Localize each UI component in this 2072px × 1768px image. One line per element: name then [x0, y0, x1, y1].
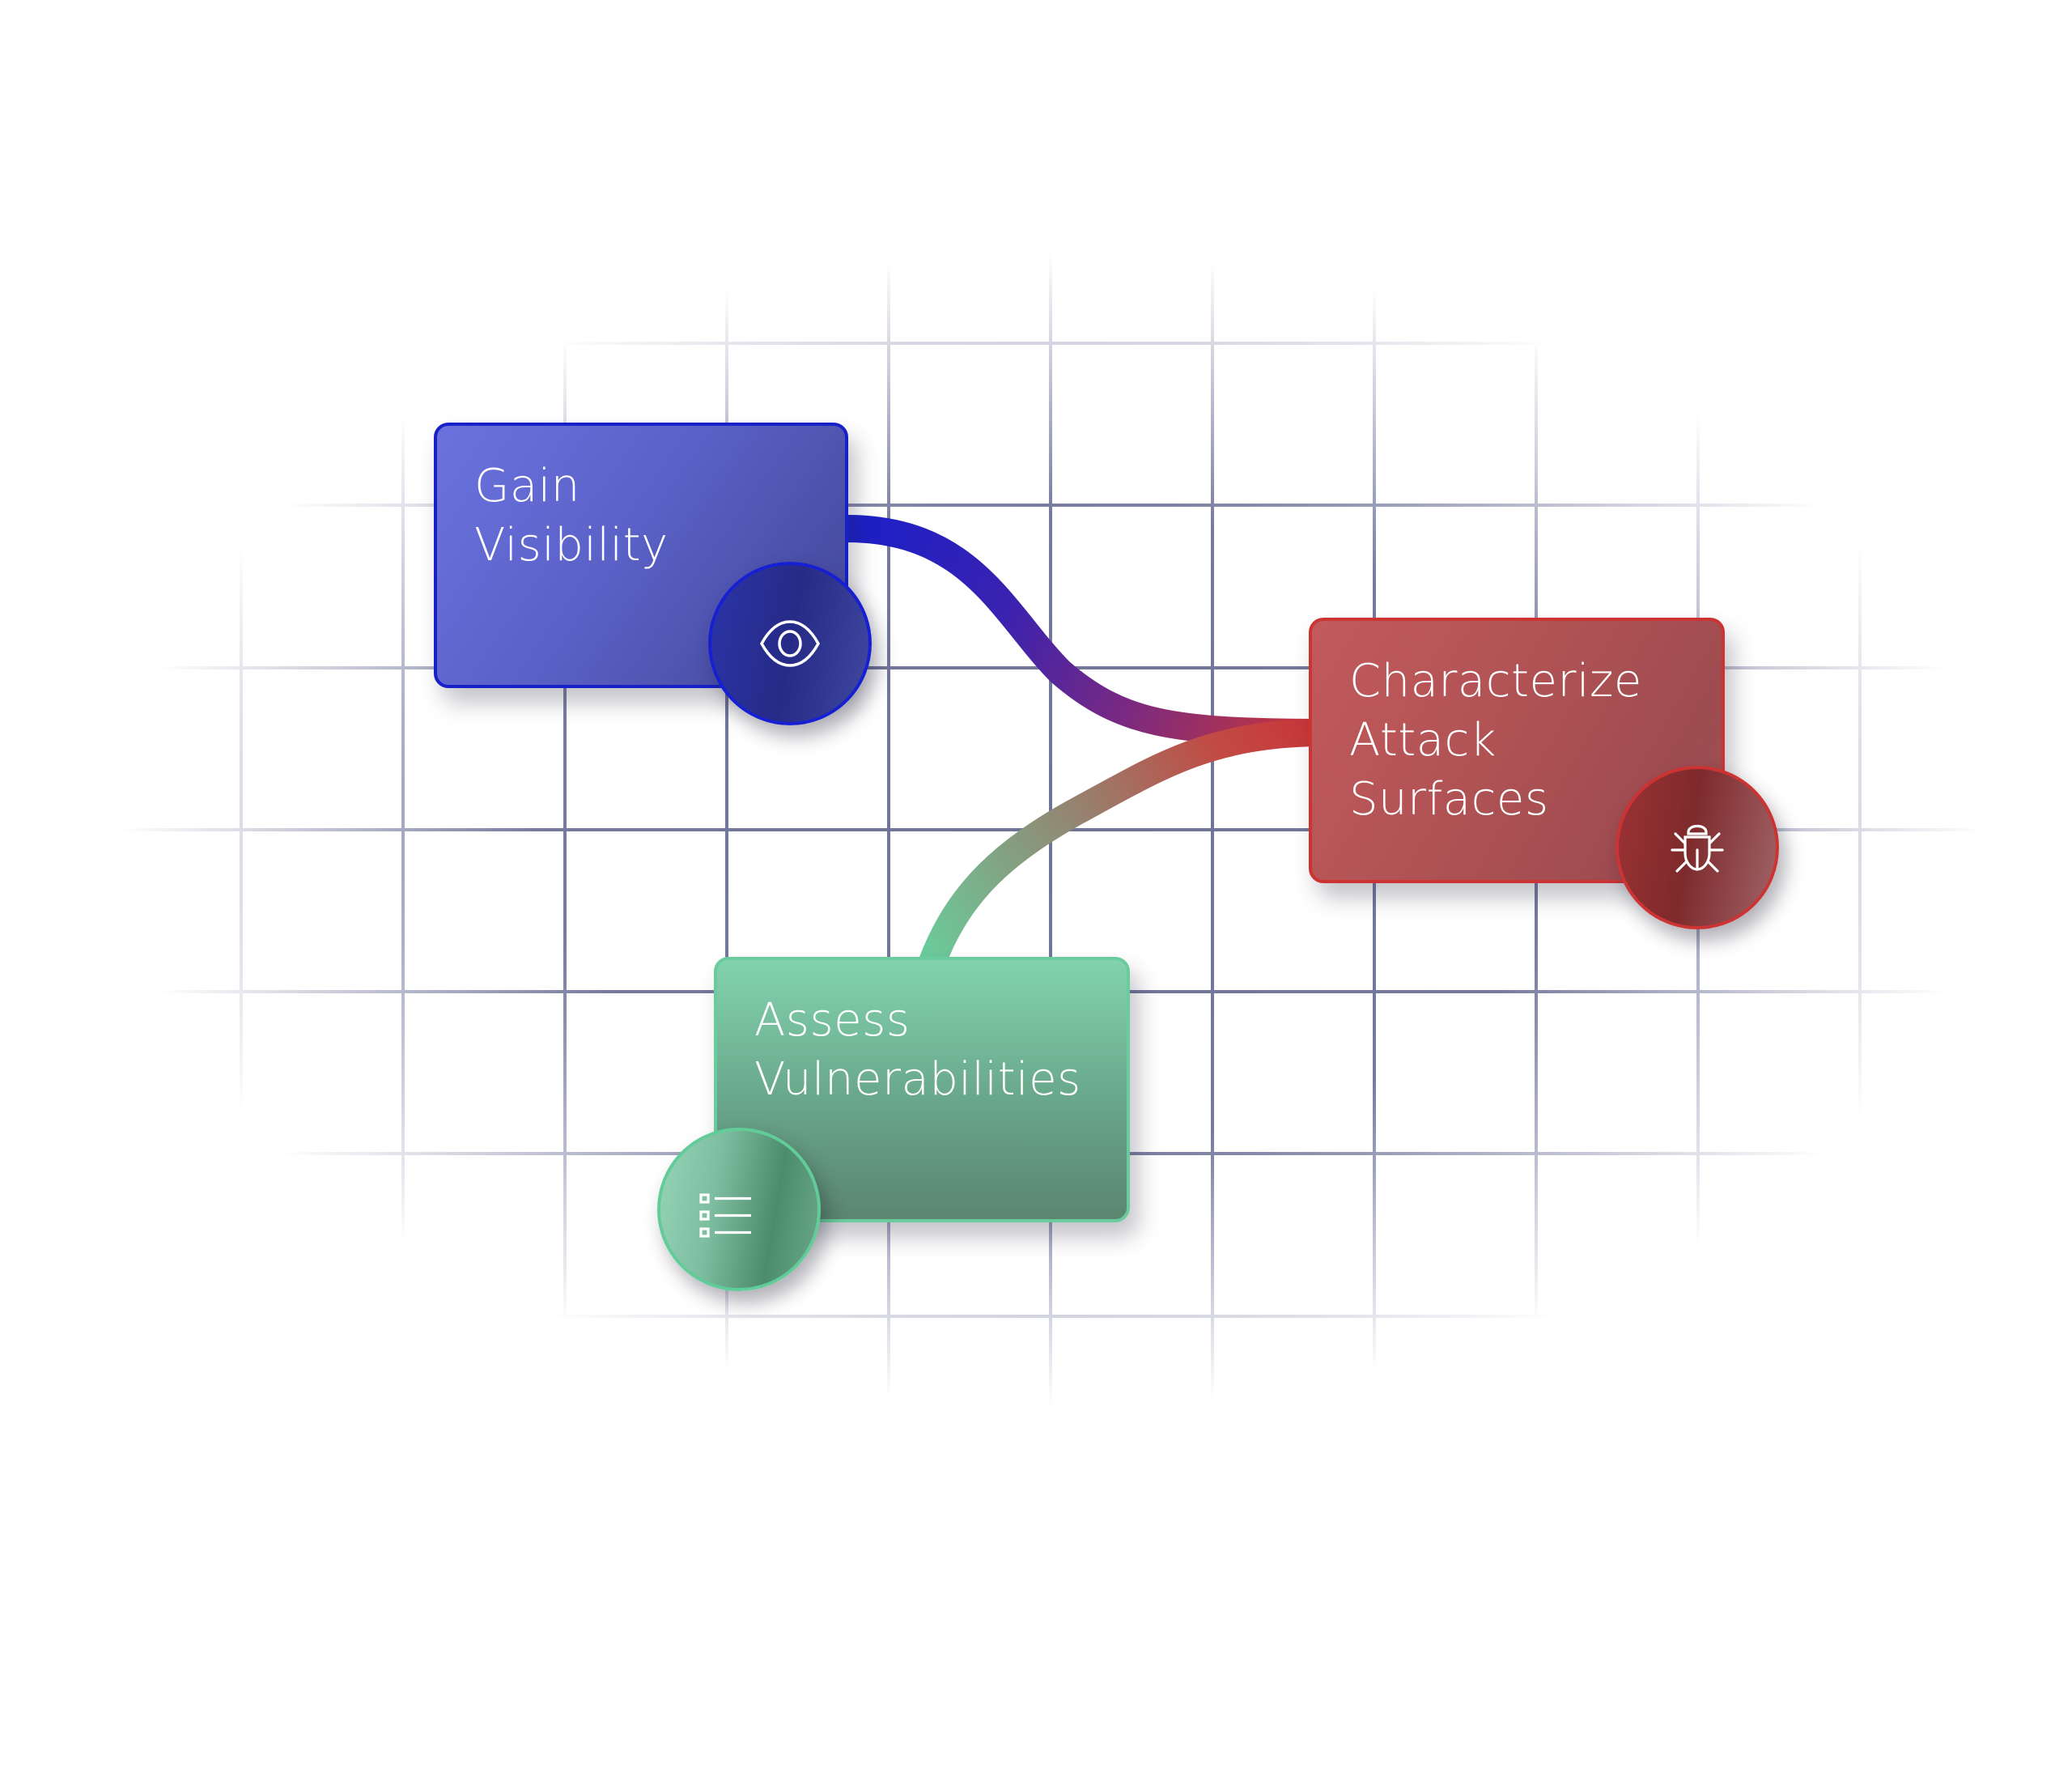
node-title-line: Gain: [474, 460, 580, 512]
node-title: Gain Visibility: [474, 457, 669, 575]
node-characterize-attack-surfaces[interactable]: Characterize Attack Surfaces: [1309, 618, 1725, 883]
connector-assess-to-characterize: [919, 719, 1316, 967]
node-title-line: Visibility: [474, 519, 669, 572]
node-title-line: Characterize: [1349, 655, 1642, 708]
checklist-icon: [657, 1128, 821, 1291]
background-grid: [121, 243, 2072, 1417]
node-title-line: Attack: [1349, 714, 1497, 767]
node-gain-visibility[interactable]: Gain Visibility: [434, 423, 848, 688]
node-title: Assess Vulnerabilities: [754, 991, 1081, 1109]
bug-icon: [1616, 766, 1779, 929]
eye-icon: [708, 562, 872, 725]
node-title-line: Surfaces: [1349, 773, 1549, 826]
node-title-line: Vulnerabilities: [754, 1053, 1081, 1106]
node-title-line: Assess: [754, 994, 911, 1047]
node-title: Characterize Attack Surfaces: [1349, 652, 1642, 829]
connector-gain-to-characterize: [841, 514, 1316, 746]
